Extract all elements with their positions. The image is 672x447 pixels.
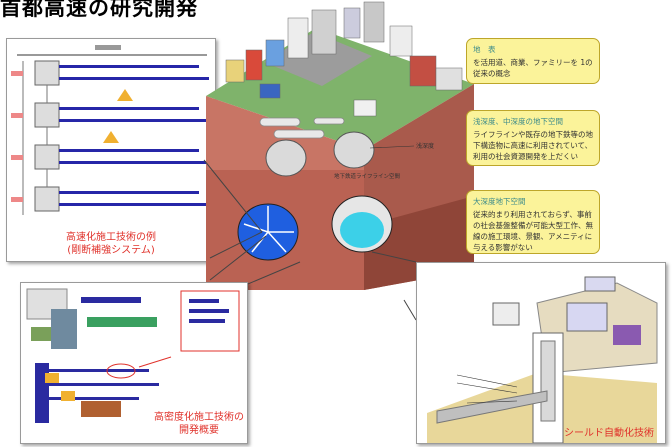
note-shallow-head: 浅深度、中深度の地下空間 (473, 117, 563, 126)
underground-cross-section: 浅深度 地下鉄道ライフライン空間 (206, 1, 474, 290)
note-surface: 地 表 を活用道、商業、ファミリーを 1の従来の概念 (466, 38, 600, 84)
rapid-construction-diagram (11, 45, 209, 215)
shield-automation-diagram (427, 276, 658, 444)
high-density-caption: 高密度化施工技術の 開発概要 (149, 411, 249, 437)
caption-line-2: 開発概要 (179, 425, 219, 436)
page-title: 首都高速の研究開発 (0, 0, 198, 20)
high-density-diagram (26, 288, 240, 423)
caption-line-1: 高密度化施工技術の (154, 412, 244, 423)
note-shallow: 浅深度、中深度の地下空間 ライフラインや既存の地下鉄等の地下構造物に高速に利用さ… (466, 110, 600, 166)
note-surface-head: 地 表 (473, 45, 496, 54)
shield-automation-panel: シールド自動化技術 (416, 262, 666, 444)
shield-automation-caption: シールド自動化技術 (564, 428, 654, 439)
note-deep-head: 大深度地下空間 (473, 197, 526, 206)
note-shallow-body: ライフラインや既存の地下鉄等の地下構造物に高速に利用されていて、利用の社会資源開… (473, 130, 593, 161)
rapid-construction-caption: 高速化施工技術の例 (剛断補強システム) (51, 231, 171, 257)
shallow-depth-label: 浅深度 (416, 142, 434, 150)
note-deep-body: 従来的まり利用されておらず、事前の社会基盤整備が可能大型工作、無線の施工環境、景… (473, 210, 593, 252)
high-density-diagram-panel: 高密度化施工技術の 開発概要 (20, 282, 248, 444)
subway-space-label: 地下鉄道ライフライン空間 (334, 172, 401, 180)
deep-tunnel-blue (237, 203, 299, 261)
rapid-construction-diagram-panel: 高速化施工技術の例 (剛断補強システム) (6, 38, 216, 262)
deep-tunnel-cyan (331, 195, 393, 253)
caption-line-1: 高速化施工技術の例 (66, 232, 156, 243)
note-surface-body: を活用道、商業、ファミリーを 1の従来の概念 (473, 58, 593, 78)
caption-line-2: (剛断補強システム) (67, 245, 155, 256)
note-deep: 大深度地下空間 従来的まり利用されておらず、事前の社会基盤整備が可能大型工作、無… (466, 190, 600, 254)
